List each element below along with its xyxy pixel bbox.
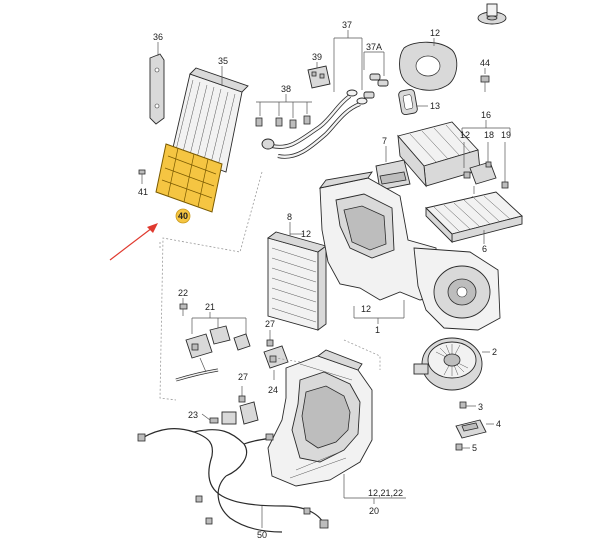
callout-12b: 12: [301, 229, 311, 239]
callout-13: 13: [430, 101, 440, 111]
callout-38: 38: [281, 84, 291, 94]
heater-core-35: [171, 67, 249, 173]
highlighted-part-40: [155, 143, 223, 213]
seal-13: [398, 88, 418, 116]
callout-44: 44: [480, 58, 490, 68]
sensor-24: [263, 345, 289, 369]
red-pointer-arrow: [109, 223, 158, 261]
callout-40: 40: [178, 211, 188, 221]
callout-27a: 27: [265, 319, 275, 329]
callout-12c: 12: [361, 304, 371, 314]
callout-41: 41: [138, 187, 148, 197]
flap-actuator-7: [375, 159, 411, 191]
refrigerant-pipes-37: [261, 89, 368, 159]
screw-22: [179, 303, 188, 316]
cap-part: [477, 3, 507, 25]
wiring-harness-50: [141, 428, 325, 533]
callout-39: 39: [312, 52, 322, 62]
callout-20: 20: [369, 506, 379, 516]
screw-19: [501, 181, 509, 189]
callout-16: 16: [481, 110, 491, 120]
expansion-valve-39: [307, 65, 331, 89]
sealing-rings-37a: [363, 73, 389, 99]
cabin-filter-6: [425, 191, 523, 244]
callout-37a: 37A: [366, 42, 382, 52]
air-conditioner-housing-1: [318, 171, 501, 331]
callout-12-21-22: 12,21,22: [368, 488, 403, 498]
callout-24: 24: [268, 385, 278, 395]
servo-motor-17: [463, 161, 497, 185]
series-resistor-4: [455, 419, 487, 439]
callout-5: 5: [472, 443, 477, 453]
screw-27a: [266, 339, 274, 347]
flange-gasket-12: [399, 41, 458, 91]
callout-2: 2: [492, 347, 497, 357]
screw-18: [485, 161, 492, 168]
callout-19: 19: [501, 130, 511, 140]
filter-8: [267, 231, 327, 331]
callout-36: 36: [153, 32, 163, 42]
blower-motor-2: [413, 337, 483, 391]
callout-27b: 27: [238, 372, 248, 382]
harness-connectors: [137, 433, 329, 529]
callout-1: 1: [375, 325, 380, 335]
fasteners-38: [255, 115, 311, 129]
servo-motors-21: [175, 325, 251, 382]
callout-18: 18: [484, 130, 494, 140]
callout-7: 7: [382, 136, 387, 146]
callout-8: 8: [287, 212, 292, 222]
connector-23: [209, 401, 259, 425]
screw-27b: [238, 395, 246, 403]
bracket-36: [149, 53, 165, 125]
callout-22: 22: [178, 288, 188, 298]
callout-23: 23: [188, 410, 198, 420]
bolt-44: [480, 75, 490, 92]
screw-5: [455, 443, 463, 451]
screw-41: [138, 169, 146, 184]
air-distribution-flaps: [397, 121, 481, 188]
callout-12a: 12: [460, 130, 470, 140]
callout-21: 21: [205, 302, 215, 312]
callout-35: 35: [218, 56, 228, 66]
callout-4: 4: [496, 419, 501, 429]
callout-3: 3: [478, 402, 483, 412]
lower-housing-20: [267, 349, 373, 487]
callout-6: 6: [482, 244, 487, 254]
callout-37: 37: [342, 20, 352, 30]
callout-50: 50: [257, 530, 267, 539]
callout-40-marker: [175, 208, 191, 224]
screw-3: [459, 401, 467, 409]
callout-12-top: 12: [430, 28, 440, 38]
